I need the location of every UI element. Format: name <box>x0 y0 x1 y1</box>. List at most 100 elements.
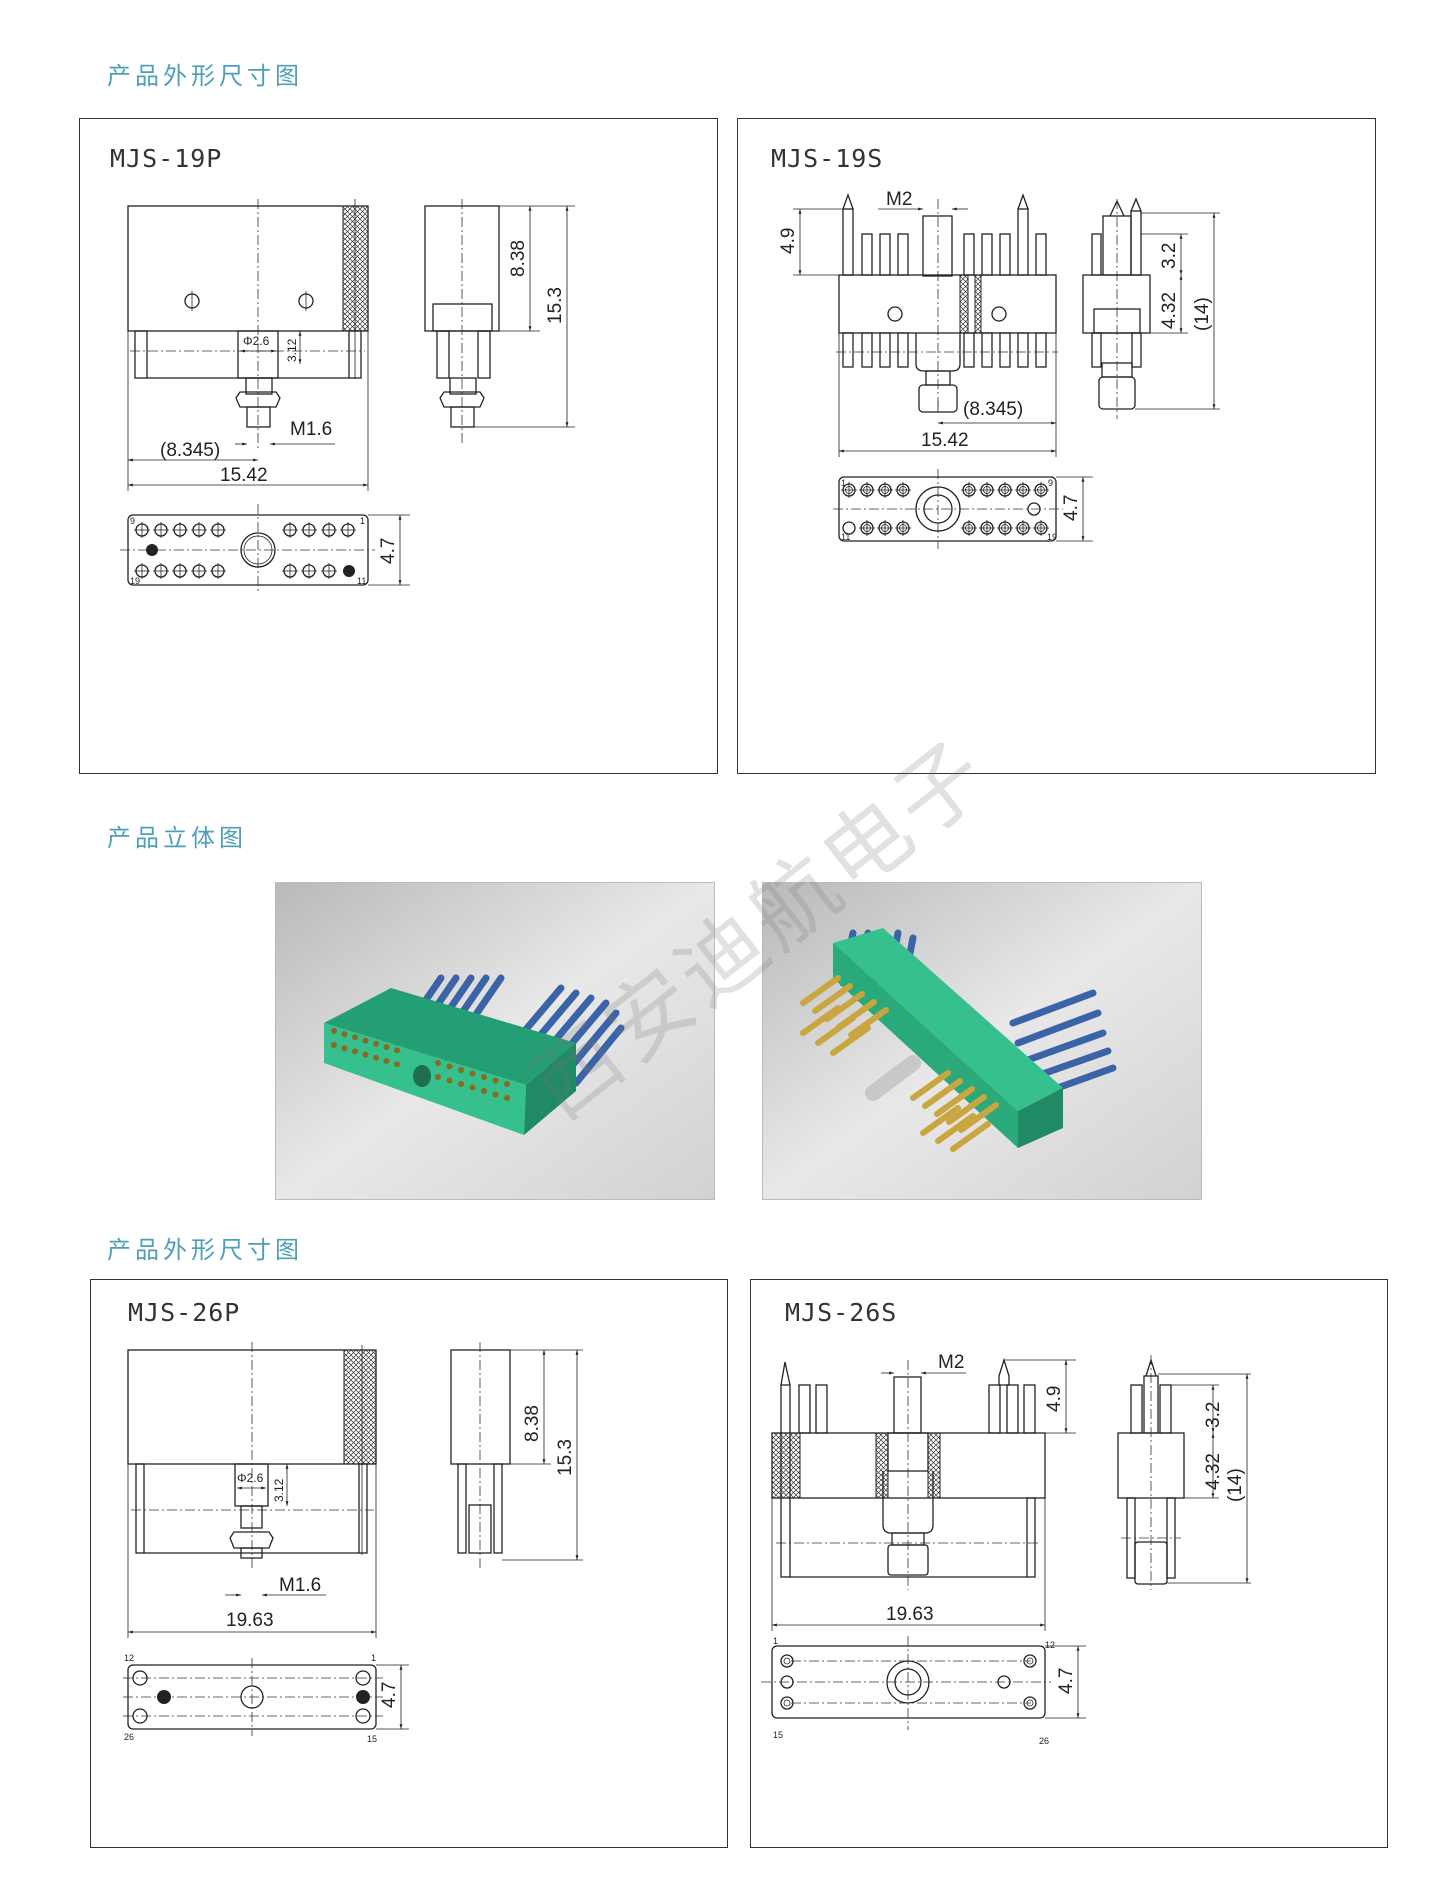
insulator-top <box>324 988 576 1085</box>
thread-label: M1.6 <box>290 419 332 440</box>
front-view: Φ2.6 3.12 M1.6 19.63 <box>127 1342 377 1638</box>
photo-contact-hole <box>469 1070 476 1077</box>
pin-label: 1 <box>360 516 365 526</box>
pin-label: 15 <box>367 1734 377 1744</box>
thread-label: M1.6 <box>279 1575 321 1596</box>
offset-label: (8.345) <box>963 399 1023 420</box>
photo-contact-hole <box>435 1074 441 1080</box>
pin-label: 26 <box>124 1732 134 1742</box>
contact-pin-top <box>1017 208 1029 276</box>
height-4-32-label: 4.32 <box>1203 1453 1224 1490</box>
contact-pin-bottom <box>1035 332 1047 368</box>
contact-pin-top <box>963 233 975 276</box>
photo-contact-hole <box>394 1061 400 1068</box>
contact-pin-top <box>981 233 993 276</box>
photo-contact-hole <box>373 1040 379 1047</box>
contact-hole-inner <box>863 524 871 532</box>
contact-pin-top <box>897 233 909 276</box>
contact-pin-bottom <box>981 332 993 368</box>
contact-pin-bottom <box>879 332 891 368</box>
height-15-3-label: 15.3 <box>545 287 566 324</box>
photo-contact-hole <box>458 1067 464 1073</box>
photo-contact-hole <box>435 1060 441 1066</box>
photo-contact-hole <box>331 1028 337 1034</box>
mjs-19s-drawing: MJS-19S M2 4.9 (8.345) 15.42 <box>771 144 1220 549</box>
height-4-9-label: 4.9 <box>778 228 799 254</box>
offset-label: (8.345) <box>160 440 220 461</box>
side-view: 8.38 15.3 <box>424 199 575 444</box>
contact-pin-bottom <box>897 332 909 368</box>
bottom-view: 1 9 11 19 4.7 <box>833 469 1093 549</box>
drawing-panel-mjs-19s: MJS-19S M2 4.9 (8.345) 15.42 <box>737 118 1376 774</box>
bottom-view: 1 12 15 26 4.7 <box>761 1636 1086 1746</box>
product-photo-front <box>275 882 715 1200</box>
diameter-label: Φ2.6 <box>243 334 270 348</box>
pin-label: 11 <box>357 576 366 586</box>
thread-label: M2 <box>938 1352 964 1373</box>
photo-contact-hole <box>446 1077 453 1084</box>
height-3-12-label: 3.12 <box>285 338 299 362</box>
contact-hole-inner <box>1001 486 1009 494</box>
photo-contact-hole <box>341 1045 348 1052</box>
mjs-26p-drawing: MJS-26P Φ2.6 3.12 M1.6 19.63 8.38 15.3 <box>123 1298 583 1744</box>
bottom-view: 12 1 26 15 4.7 <box>123 1653 409 1744</box>
contact-pin-bottom <box>963 332 975 368</box>
contact-hole-inner <box>899 486 907 494</box>
photo-contact-hole <box>504 1095 510 1101</box>
pin-label: 12 <box>1045 1640 1055 1650</box>
pin-label: 9 <box>130 516 135 526</box>
width-label: 15.42 <box>921 430 969 451</box>
contact-hole-inner <box>983 524 991 532</box>
contact-pin-bottom <box>842 332 854 368</box>
height-4-32-label: 4.32 <box>1159 292 1180 329</box>
contact-pin-tip <box>842 193 854 210</box>
bottom-view: 9 1 19 11 4.7 <box>120 504 410 594</box>
contact-pin-top <box>999 233 1011 276</box>
contact-hole-inner <box>845 486 853 494</box>
height-3-12-label: 3.12 <box>272 1478 286 1502</box>
contacts <box>800 975 999 1152</box>
side-view: 3.2 4.32 (14) <box>1117 1355 1251 1590</box>
front-view: Φ2.6 3.12 M1.6 (8.345) 15.42 <box>127 199 369 491</box>
height-3-2-label: 3.2 <box>1203 1402 1224 1428</box>
depth-label: 4.7 <box>1056 1668 1077 1694</box>
pin-label: 12 <box>124 1653 134 1663</box>
contact-pin-top <box>861 233 873 276</box>
drawing-panel-mjs-26s: MJS-26S M2 4.9 19.63 <box>750 1279 1388 1848</box>
height-8-38-label: 8.38 <box>522 1405 543 1442</box>
photo-contact-hole <box>481 1088 487 1094</box>
contact-hole-inner <box>899 524 907 532</box>
contact-pin-top <box>1035 233 1047 276</box>
front-view: M2 4.9 (8.345) 15.42 <box>778 189 1058 457</box>
contact-pin-bottom <box>861 332 873 368</box>
drawing-title: MJS-26S <box>785 1298 897 1327</box>
pin-label: 1 <box>841 478 846 488</box>
height-14-label: (14) <box>1225 1468 1246 1502</box>
side-view: 3.2 4.32 (14) <box>1082 197 1220 419</box>
contact-pin-top <box>879 233 891 276</box>
width-label: 15.42 <box>220 465 268 486</box>
section-heading-dimensions: 产品外形尺寸图 <box>107 62 303 90</box>
contact-hole-inner <box>965 524 973 532</box>
contact-hole-inner <box>1037 524 1045 532</box>
photo-contact-hole <box>383 1058 390 1064</box>
mjs-26s-drawing: MJS-26S M2 4.9 19.63 <box>761 1298 1251 1746</box>
height-15-3-label: 15.3 <box>555 1439 576 1476</box>
photo-contact-hole <box>331 1042 337 1048</box>
photo-contact-hole <box>383 1044 390 1050</box>
depth-label: 4.7 <box>1061 495 1082 521</box>
photo-contact-hole <box>373 1054 379 1061</box>
pin-label: 9 <box>1048 478 1053 488</box>
thread-label: M2 <box>886 189 912 210</box>
contact-pin-top <box>842 208 854 276</box>
contact-hole-inner <box>965 486 973 494</box>
contact-hole-inner <box>863 486 871 494</box>
contact-pin-bottom <box>999 332 1011 368</box>
contact-pin-tip <box>1017 193 1029 210</box>
photo-contact-hole <box>492 1077 499 1084</box>
photo-contact-hole <box>446 1063 453 1070</box>
pin-label: 19 <box>1047 532 1057 542</box>
contact-hole-inner <box>1001 524 1009 532</box>
photo-contact-hole <box>352 1034 358 1041</box>
pin-label: 15 <box>773 1730 783 1740</box>
